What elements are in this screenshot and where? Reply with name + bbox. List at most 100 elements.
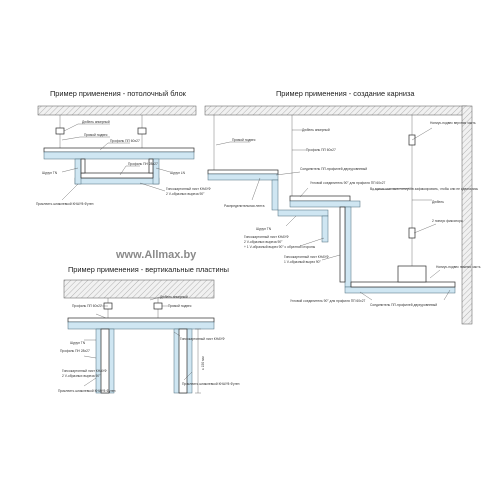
nonius-block: [397, 265, 427, 283]
diagram-vertical-plates: Пример применения - вертикальные пластин…: [58, 265, 240, 394]
label-cuts: 2 V-образных выреза 90°: [166, 192, 205, 196]
block-bottom: [74, 177, 160, 185]
leader: [149, 296, 161, 301]
leader: [119, 165, 140, 176]
wall: [461, 105, 473, 325]
leader: [183, 371, 193, 381]
leader: [155, 167, 171, 173]
ceiling-slab: [63, 279, 215, 299]
leader: [61, 183, 79, 201]
label-hanger: Прямой подвес: [84, 133, 108, 137]
label-hanger-bottom: Нониус-подвес нижняя часть: [436, 265, 481, 269]
drywall-board: [67, 321, 215, 330]
leader: [359, 291, 373, 301]
profile-pp: [43, 147, 195, 153]
label-note: Во время монтажа нониусов зафиксировать,…: [370, 187, 478, 191]
label-putty: Приклеить шпаклевкой КНАУФ-Фуген: [36, 202, 94, 206]
label-cuts: 2 V-образных выреза 90°: [244, 240, 283, 244]
drywall-bottom: [344, 286, 456, 294]
hanger-clip: [55, 127, 65, 135]
label-distance-fixer: Распределительная лента: [224, 204, 265, 208]
leader: [95, 313, 107, 319]
label-corner-connector: Угловой соединитель 90° для профиля ПП 6…: [310, 181, 386, 185]
drywall-board: [43, 151, 195, 160]
label-dowel: Дюбель анкерный: [160, 295, 188, 299]
label-drywall-left: Гипсокартонный лист КНАУФ: [62, 369, 107, 373]
profile-pp-bottom: [350, 281, 456, 288]
drywall-upper: [207, 173, 279, 181]
profile-pn: [80, 172, 154, 179]
leader: [411, 127, 433, 141]
title-ceiling-block: Пример применения - потолочный блок: [50, 89, 187, 98]
profile-pp-top: [289, 195, 351, 202]
leader: [299, 237, 325, 247]
leader: [83, 355, 97, 359]
profile-pn-side: [148, 158, 154, 174]
leader: [173, 331, 181, 337]
label-screw-ln: Шуруп LN: [170, 171, 186, 175]
leader: [63, 123, 110, 132]
label-screw-tn: Шуруп TN: [256, 227, 272, 231]
diagram-cornice: Пример применения - создание карниза: [204, 89, 481, 325]
drywall-step: [271, 179, 279, 211]
leader: [99, 142, 130, 151]
label-dowel: Дюбель анкерный: [82, 120, 110, 124]
profile-pp: [67, 317, 215, 323]
leader: [215, 141, 250, 146]
ceiling-slab: [204, 105, 468, 116]
leader: [139, 182, 166, 192]
label-hanger-top: Нониус-подвес верхняя часть: [430, 121, 476, 125]
leader: [61, 136, 110, 141]
nonius-bottom: [408, 227, 416, 239]
page-frame: [19, 83, 481, 407]
label-profile-pp60: Профиль ПП 60х27: [110, 139, 140, 143]
drywall-inner: [321, 215, 329, 243]
leader: [443, 289, 451, 301]
ceiling-slab: [37, 105, 197, 116]
title-cornice: Пример применения - создание карниза: [276, 89, 415, 98]
leader: [321, 254, 341, 261]
drywall-top: [289, 200, 361, 208]
label-drywall: Гипсокартонный лист КНАУФ: [244, 235, 289, 239]
profile-pn-left: [100, 328, 110, 394]
label-putty: Приклеить шпаклевкой КНАУФ-Фуген: [58, 389, 116, 393]
profile-pp-vertical: [339, 206, 346, 283]
hanger-clip: [153, 302, 163, 310]
drywall-soffit: [277, 209, 329, 217]
title-vertical-plates: Пример применения - вертикальные пластин…: [68, 265, 229, 274]
label-screw-tn: Шуруп TN: [42, 171, 58, 175]
leader: [299, 187, 309, 198]
label-dowel-top: Дюбель анкерный: [302, 128, 330, 132]
diagram-ceiling-block: Пример применения - потолочный блок Дюбе…: [36, 89, 211, 206]
label-drywall: Гипсокартонный лист КНАУФ: [166, 187, 211, 191]
watermark: www.Allmax.by: [115, 249, 197, 261]
label-profile-pp60: Профиль ПП 60х27: [306, 148, 336, 152]
label-fixer: 2 нониус фиксатора: [432, 219, 463, 223]
dimension-label: ≤ 150 мм: [201, 356, 205, 370]
profile-pn-side: [80, 158, 86, 174]
label-dowel: Дюбель: [432, 200, 444, 204]
label-profile-pn28: Профиль ПН 28х27: [60, 349, 90, 353]
label-corner-connector2: Угловой соединитель 90° для профиля ПП 6…: [290, 299, 366, 303]
leader: [251, 177, 261, 201]
label-cuts2: 1 V-образный вырез 90°: [284, 260, 321, 264]
label-connector: Соединитель ПП-профилей двухуровневый: [300, 167, 367, 171]
block-left: [74, 158, 82, 185]
label-profile-pp60: Профиль ПП 60х27: [72, 304, 102, 308]
drywall-vertical: [344, 206, 352, 288]
hanger-clip: [137, 127, 147, 135]
leader: [275, 171, 301, 176]
leader: [61, 167, 79, 173]
leader: [83, 377, 97, 387]
label-hanger: Прямой подвес: [232, 138, 256, 142]
label-hanger: Прямой подвес: [168, 304, 192, 308]
profile-pp-upper: [207, 169, 279, 175]
label-profile-pn28: Профиль ПН 28х27: [128, 162, 158, 166]
label-screw-tn: Шуруп TN: [70, 341, 86, 345]
leader: [371, 187, 413, 191]
label-cuts: 2 V-образных выреза 90°: [62, 374, 101, 378]
leader: [429, 269, 441, 279]
leader: [413, 223, 437, 234]
label-putty-right: Приклеить шпаклевкой КНАУФ-Фуген: [182, 382, 240, 386]
